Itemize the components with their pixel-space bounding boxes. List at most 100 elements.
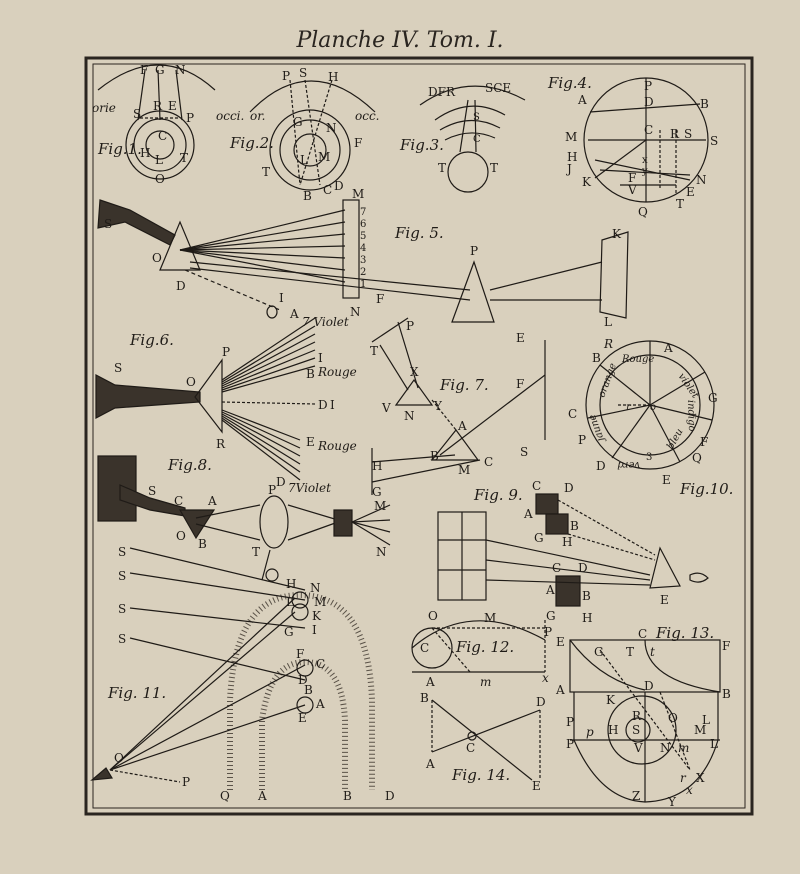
fig8-label-T: T xyxy=(252,545,260,559)
fig4-label-D: D xyxy=(644,95,654,109)
fig12-label-O: O xyxy=(428,609,438,623)
fig14-caption: Fig. 14. xyxy=(451,766,510,784)
fig13-label-V: V xyxy=(633,741,643,755)
fig10-label-F: F xyxy=(700,435,708,449)
fig1-label-P: P xyxy=(186,111,194,125)
fig11-label-S4: S xyxy=(118,632,126,646)
fig7-label-E: E xyxy=(516,331,525,345)
fig9-label-A2: A xyxy=(545,583,555,597)
fig9-label-B2: B xyxy=(582,589,591,603)
fig4-label-N: N xyxy=(696,173,707,187)
fig6-label-rouge-bot: Rouge xyxy=(317,439,357,453)
fig10-label-A: A xyxy=(663,341,673,355)
fig7-label-Y: Y xyxy=(433,399,443,413)
fig5-label-1: 1 xyxy=(360,279,366,290)
fig6-label-violet-bot: 7Violet xyxy=(288,481,331,495)
fig7-label-T: T xyxy=(370,344,378,358)
fig5-label-P: P xyxy=(470,244,478,258)
fig2-label-F: F xyxy=(354,136,362,150)
fig14-label-E: E xyxy=(532,779,541,793)
fig9-label-G: G xyxy=(534,531,544,545)
fig5-label-3: 3 xyxy=(360,255,366,266)
fig13-label-E: E xyxy=(556,635,565,649)
fig2-label-N: N xyxy=(326,121,337,135)
fig4-label-M: M xyxy=(565,130,577,144)
fig11-label-Q: Q xyxy=(220,789,230,803)
fig4-caption: Fig.4. xyxy=(547,74,592,92)
fig13-label-R: R xyxy=(632,709,642,723)
fig1-label-R: R xyxy=(153,99,163,113)
fig4-label-x: x xyxy=(642,155,648,166)
fig9-label-A: A xyxy=(523,507,533,521)
fig6-caption: Fig.6. xyxy=(129,331,174,349)
fig7-label-H: H xyxy=(372,459,382,473)
fig6-label-O: O xyxy=(186,375,196,389)
fig8-label-P: P xyxy=(268,483,276,497)
fig13-label-Y: Y xyxy=(667,795,677,809)
fig6-label-E: E xyxy=(306,435,315,449)
fig6-label-D-low: D xyxy=(276,475,286,489)
fig10-label-indigo: indigo xyxy=(685,400,697,432)
fig8-label-A: A xyxy=(207,494,217,508)
plate-title: Planche IV. Tom. I. xyxy=(296,28,504,53)
fig7-diagram xyxy=(371,317,546,495)
fig11-label-C: C xyxy=(316,657,325,671)
fig4-diagram xyxy=(583,77,709,203)
fig8-caption: Fig.8. xyxy=(167,456,212,474)
fig2-label-or: or. xyxy=(250,109,265,123)
fig10-caption: Fig.10. xyxy=(679,480,733,498)
fig14-label-C: C xyxy=(466,741,475,755)
fig10-label-E: E xyxy=(662,473,671,487)
fig7-label-A: A xyxy=(457,419,467,433)
fig11-label-I: I xyxy=(312,623,317,637)
fig6-label-violet-top: 7 Violet xyxy=(302,315,349,329)
fig13-label-X: X xyxy=(696,771,705,785)
fig7-label-P: P xyxy=(406,319,414,333)
fig11-label-L: L xyxy=(286,595,294,609)
fig11-label-M: M xyxy=(314,595,326,609)
fig5-label-D: D xyxy=(176,279,186,293)
fig5-label-5: 5 xyxy=(360,231,366,242)
fig7-label-V: V xyxy=(381,401,391,415)
fig11-label-F: F xyxy=(296,647,304,661)
fig13-label-m: m xyxy=(678,741,689,755)
fig8-label-C: C xyxy=(174,494,183,508)
fig7-label-G: G xyxy=(372,485,382,499)
fig12-label-x: x xyxy=(542,671,549,685)
fig6-label-rouge-top: Rouge xyxy=(317,365,357,379)
fig8-label-S: S xyxy=(148,484,156,498)
fig13-label-T: T xyxy=(626,645,634,659)
fig13-label-M: M xyxy=(694,723,706,737)
fig4-label-F: F xyxy=(628,171,636,185)
fig6-label-D: D xyxy=(318,398,328,412)
fig3-label-S: S xyxy=(473,112,480,123)
fig13-label-N: N xyxy=(660,741,671,755)
fig9-label-G2: G xyxy=(546,609,556,623)
fig6-diagram xyxy=(95,317,316,481)
fig10-label-P: P xyxy=(578,433,586,447)
fig13-label-p: p xyxy=(586,725,594,739)
fig10-label-C: C xyxy=(568,407,577,421)
fig5-label-F: F xyxy=(376,292,384,306)
fig11-label-E: E xyxy=(298,711,307,725)
fig5-label-6: 6 xyxy=(360,219,366,230)
fig2-label-T: T xyxy=(262,165,270,179)
fig8-diagram xyxy=(97,455,391,582)
fig2-label-L: L xyxy=(300,153,308,167)
fig14-diagram xyxy=(431,699,541,781)
fig2-label-G: G xyxy=(293,115,303,129)
fig10-label-r: r xyxy=(626,402,632,413)
fig13-label-O: O xyxy=(668,711,678,725)
fig13-caption: Fig. 13. xyxy=(655,624,714,642)
fig9-label-E: E xyxy=(660,593,669,607)
fig13-label-A: A xyxy=(555,683,565,697)
fig3-label-SCE: SCE xyxy=(485,81,511,95)
fig13-label-F: F xyxy=(722,639,730,653)
fig10-label-bleu: bleu xyxy=(665,427,686,452)
fig12-label-M: M xyxy=(484,611,496,625)
fig2-label-occi: occi. xyxy=(216,109,244,123)
fig5-label-O: O xyxy=(152,251,162,265)
fig11-label-P: P xyxy=(182,775,190,789)
fig10-label-3: 3 xyxy=(646,452,652,463)
plate-frame xyxy=(84,56,754,816)
